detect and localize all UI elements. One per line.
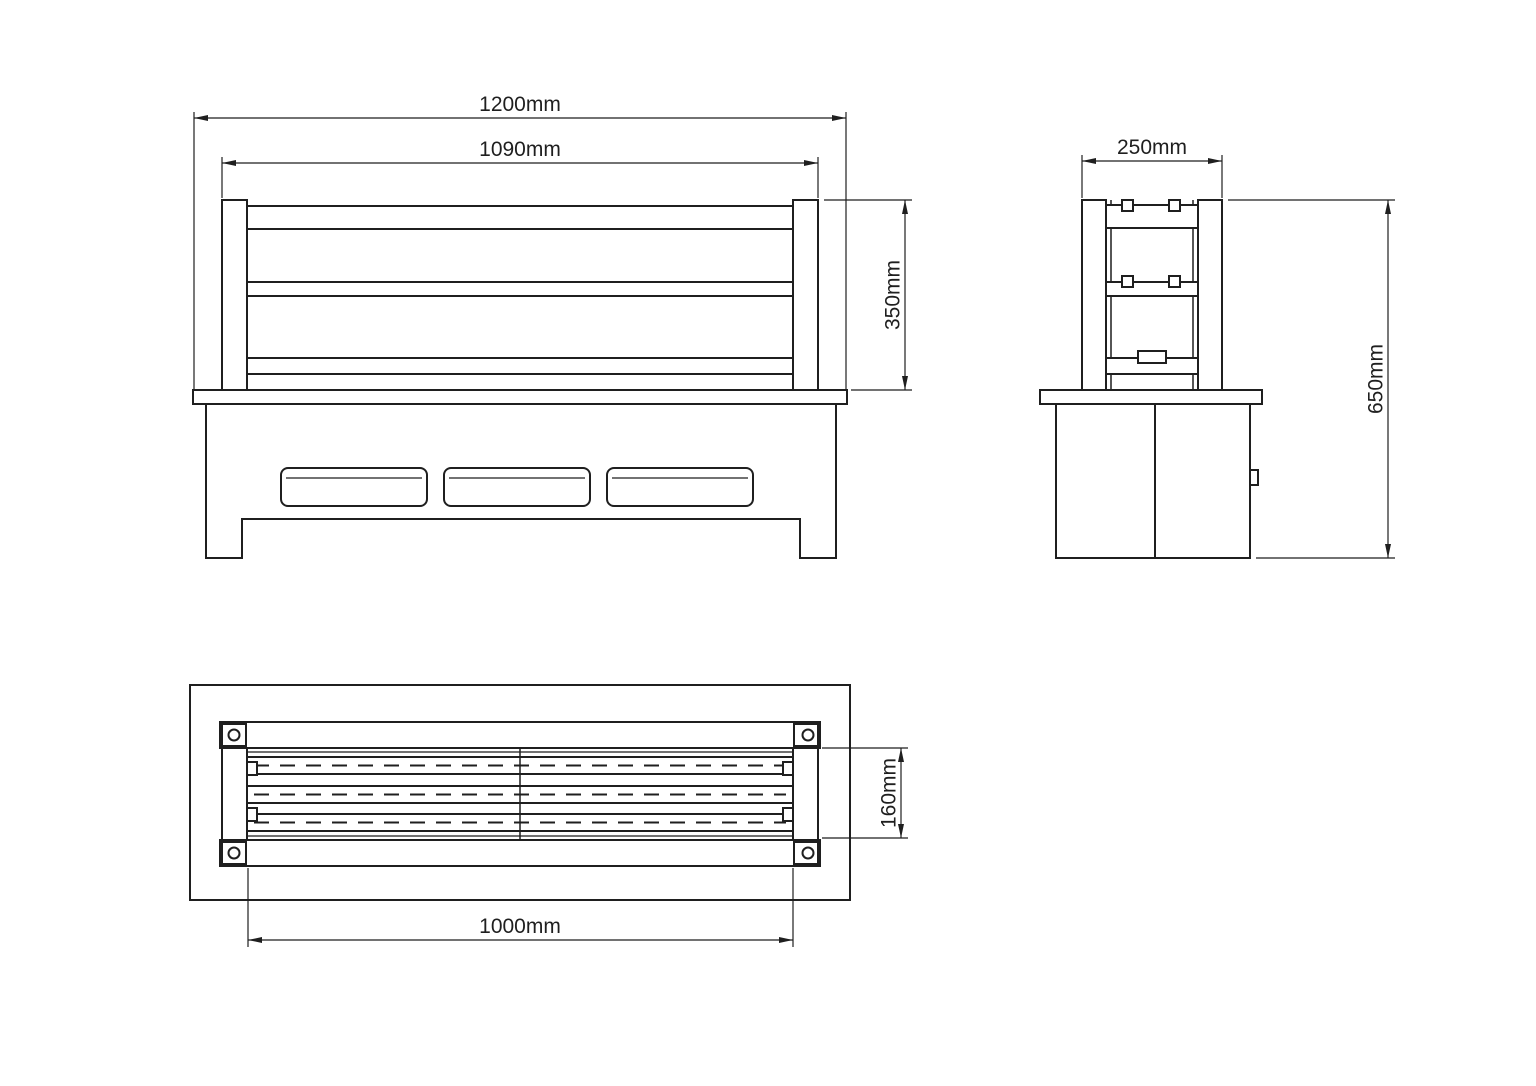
drawer-outline — [280, 467, 428, 507]
corner-bolt — [227, 846, 241, 860]
front-drawer-1 — [280, 467, 428, 507]
front-base-cabinet — [205, 403, 837, 559]
side-top-rail — [1105, 204, 1199, 229]
front-drawer-2 — [443, 467, 591, 507]
side-dim-depth: 250mm — [1081, 136, 1223, 198]
dim-label-frame-height: 350mm — [882, 260, 905, 330]
side-right-post — [1197, 199, 1223, 391]
front-left-post — [221, 199, 248, 391]
top-right-end-member — [792, 747, 819, 841]
top-view-boundary — [189, 684, 851, 901]
side-left-post — [1081, 199, 1107, 391]
clip-tab — [1121, 199, 1134, 212]
front-drawer-3 — [606, 467, 754, 507]
top-view: 160mm 1000mm — [189, 684, 908, 947]
front-middle-rail — [246, 281, 794, 297]
front-right-post — [792, 199, 819, 391]
front-top-rail — [246, 205, 794, 230]
front-bottom-rail — [246, 357, 794, 375]
top-dim-rail-depth: 160mm — [822, 747, 908, 839]
top-corner-plate-tl — [221, 723, 247, 747]
side-handle — [1249, 469, 1259, 486]
side-tabletop — [1039, 389, 1263, 405]
front-view: 1200mm 1090mm — [192, 93, 912, 559]
dim-label-overall-width: 1200mm — [479, 93, 561, 116]
front-dim-frame-width: 1090mm — [221, 138, 819, 198]
front-tabletop — [192, 389, 848, 405]
drawer-outline — [443, 467, 591, 507]
corner-plate — [221, 723, 247, 747]
top-front-bar — [219, 721, 821, 749]
top-corner-plate-bl — [221, 841, 247, 865]
corner-bolt — [801, 846, 815, 860]
dim-label-depth: 250mm — [1117, 136, 1187, 159]
top-back-bar — [219, 839, 821, 867]
clip-tab — [1168, 275, 1181, 288]
clip-tab — [1168, 199, 1181, 212]
top-corner-plate-tr — [793, 723, 819, 747]
corner-plate — [793, 841, 819, 865]
side-base-cabinet — [1055, 403, 1251, 559]
top-corner-plate-br — [793, 841, 819, 865]
side-dim-overall-height: 650mm — [1228, 199, 1395, 559]
clip-tab — [246, 761, 258, 776]
clip-tab — [782, 807, 794, 822]
side-middle-rail — [1105, 281, 1199, 297]
top-dim-inner-length: 1000mm — [247, 868, 794, 947]
clip-tab — [1137, 350, 1167, 364]
clip-tab — [246, 807, 258, 822]
clip-tab — [782, 761, 794, 776]
dim-label-frame-width: 1090mm — [479, 138, 561, 161]
drawer-outline — [606, 467, 754, 507]
side-view: 250mm 650mm — [1039, 136, 1395, 559]
dim-label-rail-depth: 160mm — [878, 758, 901, 828]
top-left-end-member — [221, 747, 248, 841]
corner-bolt — [227, 728, 241, 742]
corner-plate — [221, 841, 247, 865]
dim-label-inner-length: 1000mm — [479, 915, 561, 938]
dim-label-overall-height: 650mm — [1365, 344, 1388, 414]
front-dim-overall-width: 1200mm — [193, 93, 847, 389]
corner-bolt — [801, 728, 815, 742]
corner-plate — [793, 723, 819, 747]
clip-tab — [1121, 275, 1134, 288]
front-dim-frame-height: 350mm — [824, 199, 912, 391]
